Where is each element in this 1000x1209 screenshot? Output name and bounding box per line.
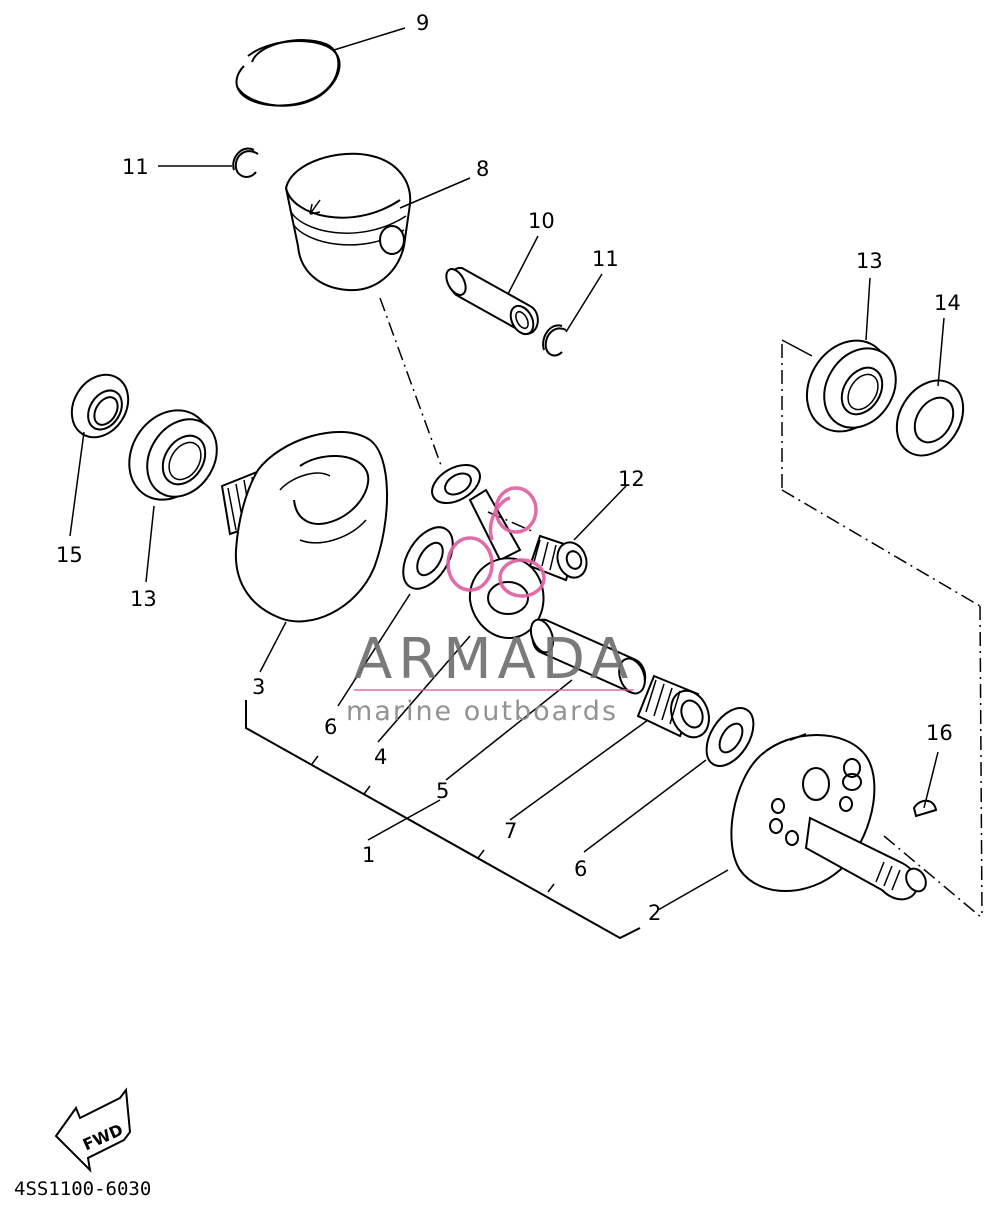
callout-spacer-ring: 14 [934,291,961,315]
circlip-upper [232,147,259,178]
callout-crank-left-half: 3 [252,675,265,699]
watermark-tagline: marine outboards [346,696,618,727]
big-end-bearing [636,674,710,739]
bearing-right [805,339,897,433]
diagram-code: 4SS1100-6030 [14,1178,151,1200]
small-end-bearing [528,534,588,582]
callout-piston-ring: 9 [416,11,429,35]
watermark-logo-icon [446,486,546,598]
callout-piston-pin: 10 [528,209,555,233]
callout-bearing-left: 13 [130,587,157,611]
callout-oil-seal: 15 [56,543,83,567]
callout-piston: 8 [476,157,489,181]
callout-small-end-bearing: 12 [618,467,645,491]
callout-thrust-washer-right: 6 [574,857,587,881]
callout-crank-pin: 5 [436,779,449,803]
callout-big-end-bearing: 7 [504,819,517,843]
woodruff-key [912,799,938,818]
circlip-lower [542,324,567,357]
callout-thrust-washer-left: 6 [324,715,337,739]
thrust-washer-right [705,707,755,767]
callout-connecting-rod: 4 [374,745,387,769]
callout-bearing-right: 13 [856,249,883,273]
assembly-bracket [245,700,641,940]
leader-lines [69,27,945,911]
crank-pin [529,618,646,695]
callout-circlip-lower: 11 [592,247,619,271]
oil-seal [70,373,130,439]
crank-left-half [220,431,388,623]
callout-crank-right-half: 2 [648,901,661,925]
callout-crankshaft-assembly: 1 [362,843,375,867]
piston [284,152,412,292]
watermark: ARMADA marine outboards [346,486,634,727]
piston-pin [445,266,539,336]
crank-right-half [730,733,927,901]
connecting-rod [431,464,545,640]
spacer-ring [895,379,965,457]
watermark-brand: ARMADA [354,627,634,692]
callout-labels: 9 11 8 10 11 12 13 14 15 13 3 6 4 5 1 7 … [56,11,961,925]
bearing-left [128,409,218,501]
callout-woodruff-key: 16 [926,721,953,745]
piston-ring [235,39,341,107]
thrust-washer-left [402,526,454,590]
fwd-arrow-icon: FWD [54,1087,132,1173]
callout-circlip-upper: 11 [122,155,149,179]
